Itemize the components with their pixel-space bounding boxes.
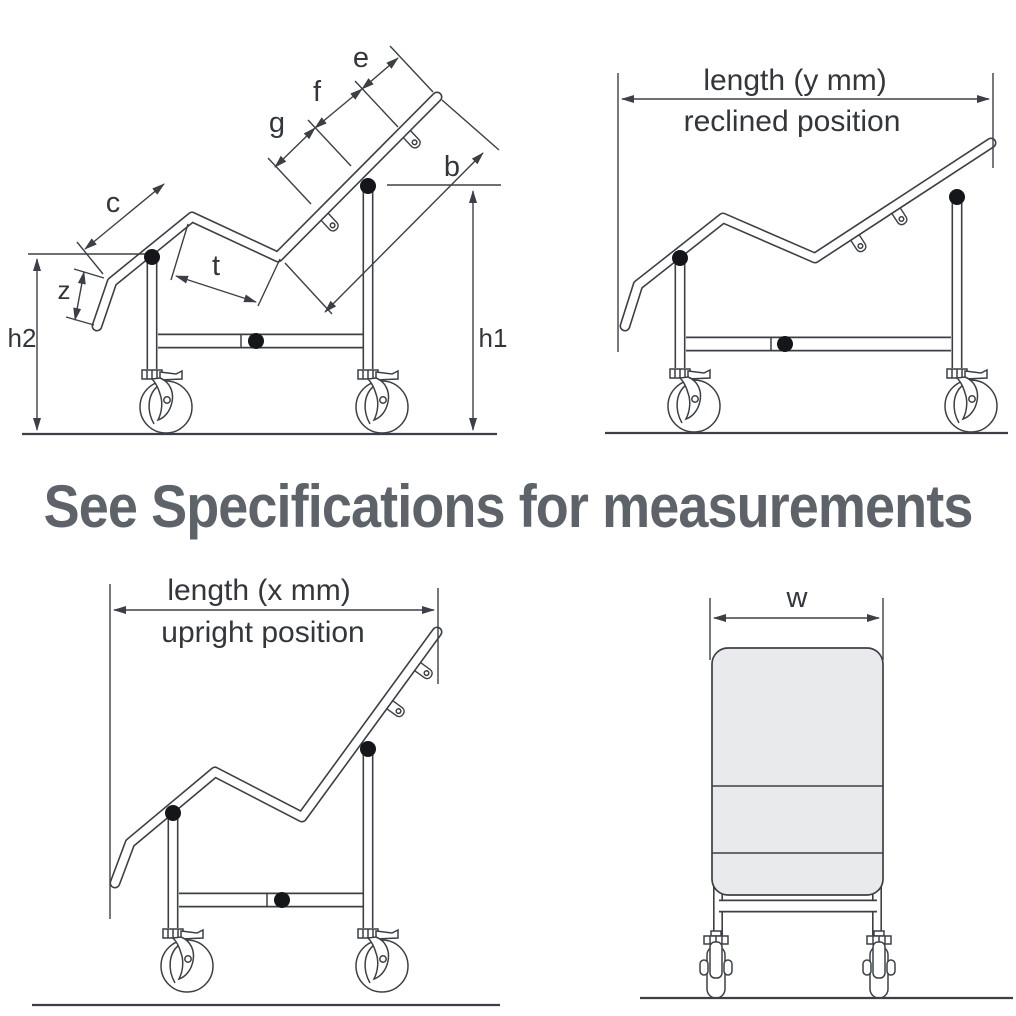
dimension-lines bbox=[617, 73, 994, 352]
dim-efg-extensions bbox=[267, 45, 434, 205]
dim-label-b: b bbox=[444, 151, 460, 183]
dim-label-g: g bbox=[269, 107, 285, 139]
dim-t-extensions bbox=[170, 223, 281, 307]
upright-position-label: upright position bbox=[161, 616, 364, 649]
dim-label-h2: h2 bbox=[8, 323, 37, 353]
length-x-label: length (x mm) bbox=[167, 574, 350, 607]
rear-caster bbox=[355, 928, 409, 993]
banner: See Specifications for measurements bbox=[0, 456, 1016, 556]
pivot-dot-crossbar bbox=[248, 333, 264, 349]
dim-label-f: f bbox=[313, 76, 322, 108]
width-label: w bbox=[786, 582, 809, 614]
dim-label-t: t bbox=[212, 250, 220, 282]
pivot-dot-rear bbox=[360, 178, 376, 194]
banner-text: See Specifications for measurements bbox=[43, 472, 974, 540]
panel-upright: length (x mm) upright position bbox=[32, 574, 500, 1007]
dim-label-z: z bbox=[58, 275, 71, 305]
dimension-lines bbox=[109, 584, 439, 919]
dim-c-extension bbox=[76, 241, 104, 275]
recliner-front-view bbox=[640, 647, 1013, 1000]
front-caster bbox=[139, 369, 193, 434]
panel-reclined: length (y mm) reclined position bbox=[605, 64, 1008, 435]
recliner-side-view bbox=[22, 91, 497, 436]
recliner-side-view-reclined bbox=[605, 137, 1008, 435]
dim-z-extensions bbox=[65, 268, 105, 326]
dim-z bbox=[73, 271, 86, 321]
rear-caster bbox=[355, 369, 409, 434]
recliner-side-view-upright bbox=[32, 626, 500, 1007]
caster-right bbox=[862, 930, 896, 999]
dim-g bbox=[274, 127, 316, 168]
dimension-lines bbox=[28, 45, 501, 431]
panel-front-view: w bbox=[640, 582, 1013, 1000]
seat-pad bbox=[711, 647, 884, 896]
pivot-dot-rear bbox=[949, 189, 965, 205]
chair-frame-tube bbox=[619, 137, 997, 332]
dim-b bbox=[324, 152, 484, 313]
pivot-dot-rear bbox=[360, 741, 376, 757]
pivot-dot-front bbox=[672, 250, 688, 266]
pivot-dot-front bbox=[144, 249, 160, 265]
front-caster bbox=[160, 928, 214, 993]
length-y-label: length (y mm) bbox=[703, 64, 886, 97]
rear-caster bbox=[944, 368, 998, 433]
dim-b-extensions bbox=[284, 99, 500, 315]
dim-label-c: c bbox=[106, 187, 121, 219]
seat-section-lines bbox=[712, 785, 883, 854]
pivot-dot-crossbar bbox=[274, 892, 290, 908]
pivot-dot-crossbar bbox=[777, 336, 793, 352]
dim-t bbox=[175, 275, 257, 303]
dim-label-h1: h1 bbox=[479, 323, 508, 353]
crossbar bbox=[686, 336, 951, 352]
pivot-dot-front bbox=[165, 805, 181, 821]
front-caster bbox=[667, 368, 721, 433]
dim-c bbox=[84, 183, 165, 250]
dim-label-e: e bbox=[353, 42, 369, 74]
panel-side-dimensions: e f g b c z t h1 h2 bbox=[8, 42, 508, 436]
crossbar bbox=[179, 892, 364, 908]
dim-e bbox=[361, 57, 399, 90]
reclined-position-label: reclined position bbox=[684, 105, 901, 138]
caster-left bbox=[699, 930, 733, 999]
dim-f bbox=[314, 88, 363, 129]
dimension-lines bbox=[709, 598, 884, 660]
chair-frame-tube bbox=[109, 626, 443, 889]
